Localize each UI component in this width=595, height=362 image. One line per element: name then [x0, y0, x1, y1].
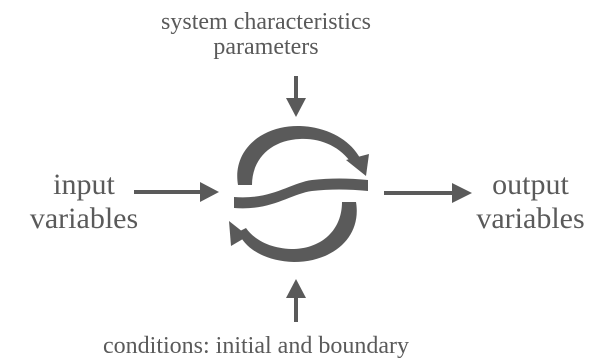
s-curve-band — [234, 178, 368, 209]
process-cycle-icon — [229, 125, 369, 262]
conditions-label: conditions: initial and boundary — [0, 333, 512, 359]
parameters-label: system characteristics parameters — [0, 9, 532, 61]
output-label-line1: output — [492, 168, 569, 201]
output-variables-label: output variables — [466, 168, 595, 235]
parameters-label-line2: parameters — [213, 34, 319, 61]
input-label-line2: variables — [29, 201, 139, 235]
upper-crescent-shape — [237, 125, 360, 185]
lower-crescent-shape — [238, 202, 357, 262]
input-label-line1: input — [53, 168, 115, 201]
output-label-line2: variables — [476, 201, 585, 235]
output-arrow — [384, 183, 472, 203]
lower-arrowhead — [229, 221, 248, 246]
input-arrow — [134, 182, 219, 202]
parameters-label-line1: system characteristics — [161, 9, 371, 35]
parameters-arrow — [286, 76, 306, 117]
upper-arrowhead — [346, 154, 369, 176]
conditions-arrow — [286, 279, 306, 322]
conditions-label-line1: conditions: initial and boundary — [103, 333, 409, 359]
input-variables-label: input variables — [0, 168, 168, 235]
